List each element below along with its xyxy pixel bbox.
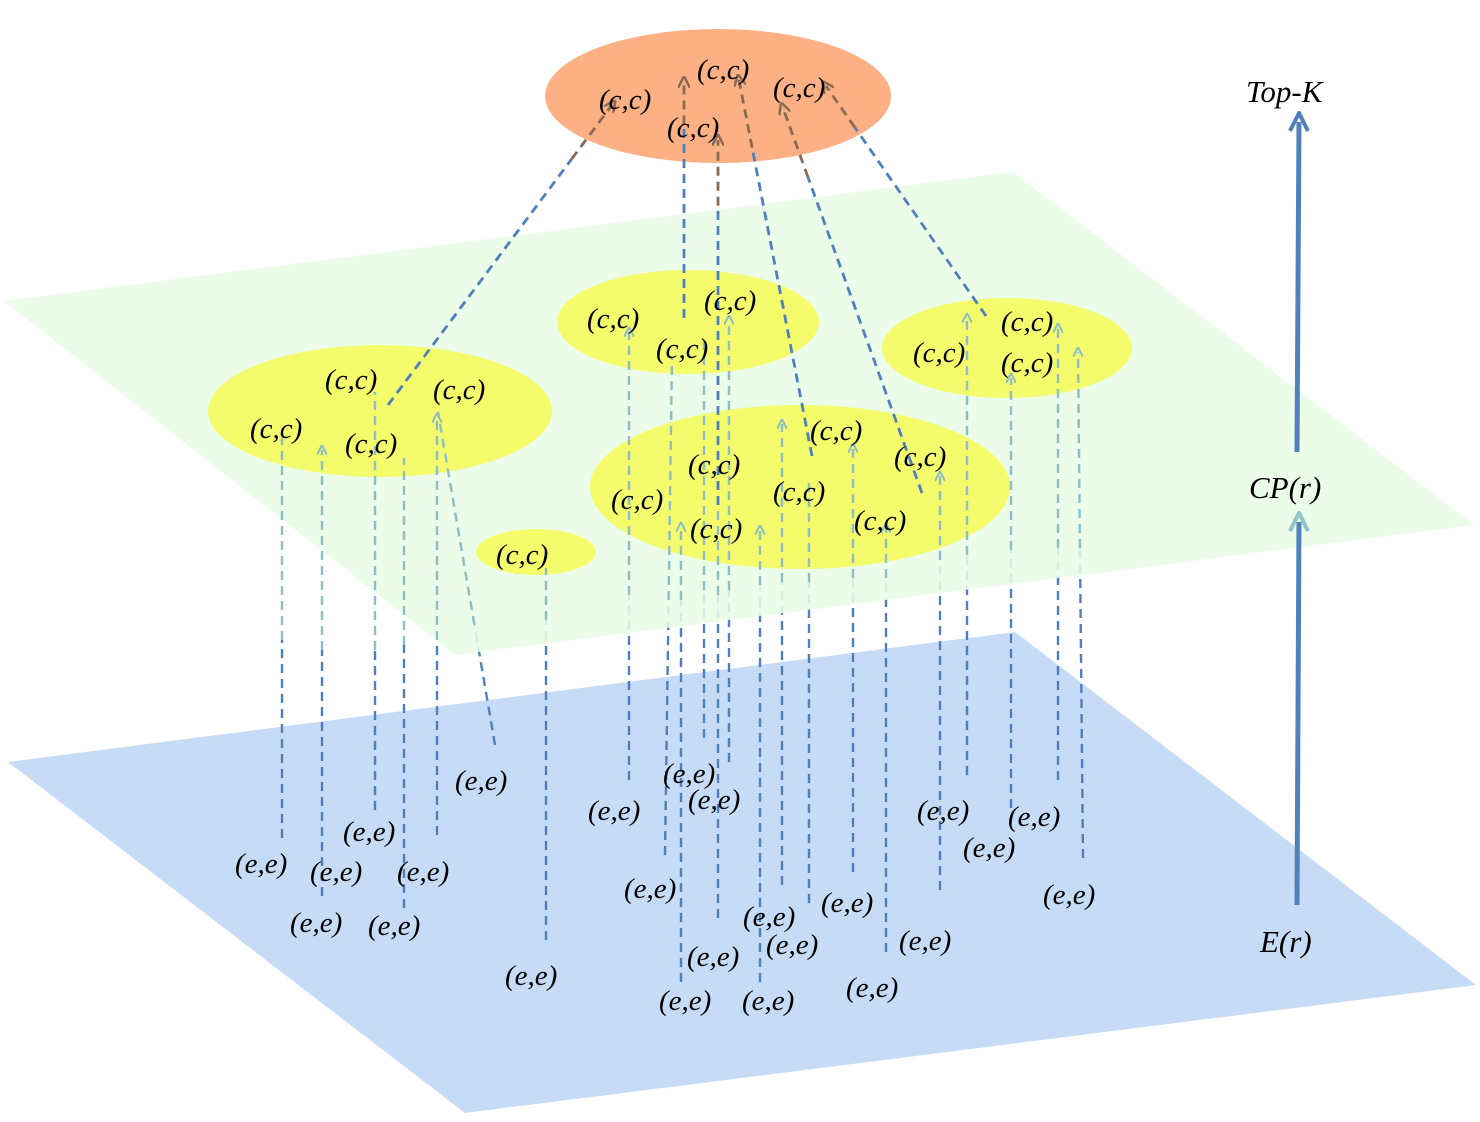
entity-pair-label: (e,e) xyxy=(310,856,362,888)
concept-to-topk-line-head xyxy=(739,80,754,148)
concept-pair-label: (c,c) xyxy=(611,484,663,516)
entity-pair-label: (e,e) xyxy=(397,856,449,888)
concept-pair-label: (c,c) xyxy=(690,513,742,545)
concept-pair-label: (c,c) xyxy=(854,505,906,537)
concept-pair-label: (c,c) xyxy=(667,112,719,144)
entity-line-lower xyxy=(663,599,670,856)
entity-pair-label: (e,e) xyxy=(963,832,1015,864)
axis-label-cp-r: CP(r) xyxy=(1249,470,1321,505)
entity-pair-label: (e,e) xyxy=(505,960,557,992)
cluster-right xyxy=(882,298,1132,398)
pair-labels: (c,c) (c,c) (c,c) (c,c) (c,c) (c,c) (c,c) (c,c)… xyxy=(235,54,1095,1017)
concept-to-topk-line-head xyxy=(783,108,810,178)
concept-pair-label: (c,c) xyxy=(433,374,485,406)
entity-pair-label: (e,e) xyxy=(235,848,287,880)
entity-pair-label: (e,e) xyxy=(742,985,794,1017)
cluster-small xyxy=(476,529,596,575)
axis-arrow-lower xyxy=(1297,522,1299,906)
entity-line-lower xyxy=(1078,547,1085,859)
concept-pair-label: (c,c) xyxy=(697,54,749,86)
entity-pair-label: (e,e) xyxy=(688,784,740,816)
entity-pair-label: (e,e) xyxy=(659,985,711,1017)
layer-axis: Top-K CP(r) E(r) xyxy=(1246,74,1325,959)
concept-pair-label: (c,c) xyxy=(250,413,302,445)
cluster-top-center xyxy=(557,270,819,374)
concept-pair-label: (c,c) xyxy=(599,84,651,116)
entity-pair-label: (e,e) xyxy=(455,765,507,797)
entity-to-concept-lines-lower xyxy=(280,547,1085,982)
entity-pair-label: (e,e) xyxy=(290,907,342,939)
concept-pair-label: (c,c) xyxy=(704,285,756,317)
axis-arrow-upper xyxy=(1297,122,1299,453)
concept-to-topk-line-head xyxy=(826,86,856,129)
concept-pair-label: (c,c) xyxy=(587,303,639,335)
entity-line-lower xyxy=(473,624,497,746)
concept-pair-label: (c,c) xyxy=(496,539,548,571)
entity-pair-label: (e,e) xyxy=(1043,879,1095,911)
cluster-left xyxy=(208,345,552,477)
entity-line-upper xyxy=(436,411,476,626)
concept-to-topk-line xyxy=(750,147,814,457)
axis-label-top-k: Top-K xyxy=(1246,74,1325,109)
concept-pair-label: (c,c) xyxy=(656,333,708,365)
entity-pair-label: (e,e) xyxy=(766,929,818,961)
concept-pair-label: (c,c) xyxy=(345,428,397,460)
concept-pair-label: (c,c) xyxy=(688,449,740,481)
entity-pair-label: (e,e) xyxy=(899,925,951,957)
axis-label-e-r: E(r) xyxy=(1259,924,1312,959)
entity-pair-label: (e,e) xyxy=(624,873,676,905)
concept-to-topk-lines xyxy=(386,80,988,505)
concept-pair-label: (c,c) xyxy=(773,476,825,508)
entity-pair-label: (e,e) xyxy=(343,816,395,848)
entity-pair-label: (e,e) xyxy=(368,910,420,942)
concept-pair-label: (c,c) xyxy=(773,72,825,104)
concept-pair-label: (c,c) xyxy=(913,337,965,369)
concept-pair-label: (c,c) xyxy=(810,415,862,447)
concept-to-topk-line xyxy=(386,158,573,406)
entity-to-concept-lines-upper xyxy=(280,318,1080,650)
entity-pair-label: (e,e) xyxy=(687,941,739,973)
concept-pair-label: (c,c) xyxy=(1001,347,1053,379)
entity-line-upper xyxy=(1078,352,1080,549)
entity-pair-label: (e,e) xyxy=(743,901,795,933)
base-plane xyxy=(8,632,1476,1113)
topk-ellipse xyxy=(545,29,891,163)
entity-pair-label: (e,e) xyxy=(821,887,873,919)
concept-to-topk-line xyxy=(806,176,924,494)
concept-pair-label: (c,c) xyxy=(1001,306,1053,338)
entity-pair-label: (e,e) xyxy=(663,758,715,790)
entity-line-upper xyxy=(667,357,674,601)
entity-pair-label: (e,e) xyxy=(588,795,640,827)
entity-pair-label: (e,e) xyxy=(1008,801,1060,833)
concept-pair-label: (c,c) xyxy=(325,364,377,396)
entity-pair-label: (e,e) xyxy=(846,972,898,1004)
concept-pair-label: (c,c) xyxy=(894,441,946,473)
entity-pair-label: (e,e) xyxy=(917,795,969,827)
concept-to-topk-line-head xyxy=(570,105,612,160)
concept-to-topk-line xyxy=(853,126,988,317)
